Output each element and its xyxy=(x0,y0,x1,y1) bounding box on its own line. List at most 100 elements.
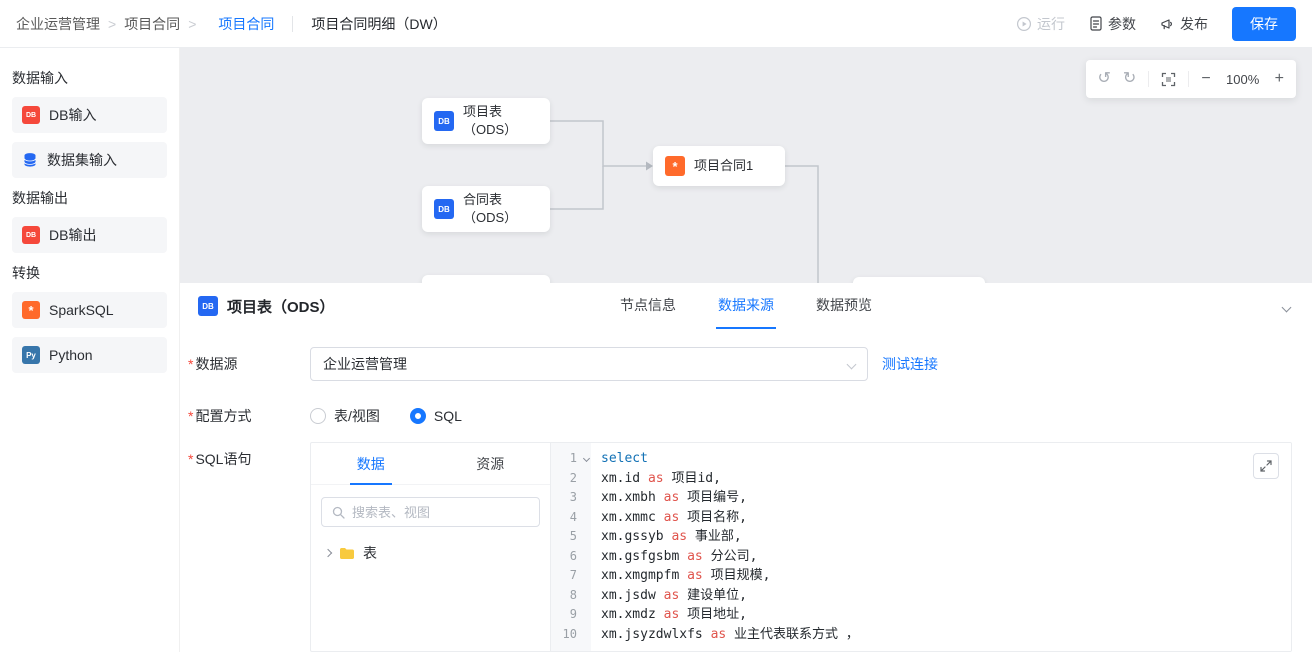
db-node-icon: DB xyxy=(434,199,454,219)
divider xyxy=(292,15,294,32)
save-button[interactable]: 保存 xyxy=(1232,6,1296,41)
field-label: *SQL语句 xyxy=(188,451,252,467)
test-connection-link[interactable]: 测试连接 xyxy=(882,356,938,372)
sql-line[interactable]: xm.xmbh as 项目编号, xyxy=(601,490,747,505)
sql-line[interactable]: xm.gssyb as 事业部, xyxy=(601,529,742,544)
sql-line[interactable]: xm.jsyzdwlxfs as 业主代表联系方式 ， xyxy=(601,626,859,642)
sql-line[interactable]: select xyxy=(601,451,648,466)
browser-tabs: 数据 资源 xyxy=(311,443,550,485)
tab-node-info[interactable]: 节点信息 xyxy=(620,297,676,313)
radio-table-view[interactable]: 表/视图 xyxy=(310,399,380,426)
tab-data-source[interactable]: 数据来源 xyxy=(716,283,776,329)
radio-circle-icon xyxy=(409,408,426,424)
tree-item-tables[interactable]: 表 xyxy=(311,535,550,571)
caret-right-icon xyxy=(323,548,333,558)
expand-editor-icon[interactable] xyxy=(1253,453,1279,479)
sidebar-item-sparksql[interactable]: * SparkSQL xyxy=(12,292,167,328)
redo-icon[interactable]: ↻ xyxy=(1122,70,1137,87)
fold-icon[interactable] xyxy=(582,454,591,463)
radio-circle-icon xyxy=(310,408,326,424)
sidebar-item-dataset-input[interactable]: 数据集输入 xyxy=(12,142,167,178)
node-config-panel: DB 项目表（ODS） 节点信息 数据来源 数据预览 *数据源 企业运营管理 xyxy=(180,283,1312,652)
folder-icon xyxy=(339,547,355,560)
zoom-in-icon[interactable]: + xyxy=(1274,70,1284,87)
datasource-value: 企业运营管理 xyxy=(323,356,407,372)
node-partial[interactable] xyxy=(853,277,985,283)
required-asterisk: * xyxy=(188,356,194,372)
tab-resources[interactable]: 资源 xyxy=(476,455,505,472)
breadcrumb-separator: > xyxy=(108,15,117,32)
db-node-icon: DB xyxy=(198,296,218,316)
node-project-contract-1[interactable]: * 项目合同1 xyxy=(653,146,785,186)
line-number: 5 xyxy=(569,529,577,543)
breadcrumb-item[interactable]: 项目合同 xyxy=(124,15,181,32)
sql-line[interactable]: xm.jsdw as 建设单位, xyxy=(601,587,747,603)
divider xyxy=(1188,71,1190,87)
sidebar-item-label: SparkSQL xyxy=(49,302,114,318)
sidebar-item-label: DB输出 xyxy=(49,227,97,243)
dataset-input-icon xyxy=(22,152,38,168)
node-label: 合同表（ODS） xyxy=(463,191,518,225)
node-partial[interactable] xyxy=(422,275,550,283)
sql-code[interactable]: select xm.id as 项目id, xm.xmbh as 项目编号, xm.x… xyxy=(591,443,1291,651)
sidebar-item-label: Python xyxy=(49,347,93,363)
config-form: *数据源 企业运营管理 测试连接 *配置方式 表/视图 xyxy=(180,329,1312,652)
sidebar-item-db-input[interactable]: DB DB输入 xyxy=(12,97,167,133)
publish-button[interactable]: 发布 xyxy=(1160,14,1208,34)
canvas-toolbar: ↺ ↻ − 100% + xyxy=(1085,60,1296,98)
flow-canvas[interactable]: DB 项目表（ODS） DB 合同表（ODS） * 项目合同1 ↺ ↻ xyxy=(180,48,1312,283)
run-button[interactable]: 运行 xyxy=(1016,14,1065,34)
breadcrumb-item-active[interactable]: 项目合同 xyxy=(218,15,275,32)
sql-line[interactable]: xm.xmgmpfm as 项目规模, xyxy=(601,568,771,583)
chevron-down-icon xyxy=(846,359,857,369)
spark-icon: * xyxy=(22,301,40,319)
radio-label: 表/视图 xyxy=(334,408,380,424)
breadcrumb-item[interactable]: 企业运营管理 xyxy=(16,15,100,32)
radio-sql[interactable]: SQL xyxy=(409,399,462,426)
node-contract-table[interactable]: DB 合同表（ODS） xyxy=(422,186,550,232)
tab-data[interactable]: 数据 xyxy=(311,443,431,484)
sql-line[interactable]: xm.id as 项目id, xyxy=(601,470,721,486)
panel-title: 项目表（ODS） xyxy=(227,298,335,316)
node-label: 项目合同1 xyxy=(694,157,754,173)
panel-header: DB 项目表（ODS） 节点信息 数据来源 数据预览 xyxy=(180,283,1312,329)
required-asterisk: * xyxy=(188,451,194,467)
datasource-select[interactable]: 企业运营管理 xyxy=(310,347,868,381)
sql-line[interactable]: xm.gsfgsbm as 分公司, xyxy=(601,548,758,564)
sidebar-item-db-output[interactable]: DB DB输出 xyxy=(12,217,167,253)
form-row-config-mode: *配置方式 表/视图 SQL xyxy=(188,399,1292,426)
line-number: 2 xyxy=(569,470,577,485)
component-sidebar: 数据输入 DB DB输入 数据集输入 数据输出 DB DB输出 转换 * Spa… xyxy=(0,48,180,652)
zoom-out-icon[interactable]: − xyxy=(1201,70,1211,87)
collapse-panel-icon[interactable] xyxy=(1279,294,1294,318)
node-project-table[interactable]: DB 项目表（ODS） xyxy=(422,98,550,144)
undo-icon[interactable]: ↺ xyxy=(1097,70,1111,87)
required-asterisk: * xyxy=(188,408,194,424)
line-number: 9 xyxy=(569,607,577,621)
fit-view-icon[interactable] xyxy=(1161,72,1176,87)
divider xyxy=(1148,71,1150,87)
line-number: 10 xyxy=(562,626,577,641)
sidebar-section-title: 转换 xyxy=(12,265,40,281)
db-output-icon: DB xyxy=(22,226,40,244)
table-search xyxy=(321,497,540,527)
sql-section: 数据 资源 xyxy=(310,442,1292,652)
form-row-datasource: *数据源 企业运营管理 测试连接 xyxy=(188,347,1292,381)
line-number: 8 xyxy=(569,587,577,602)
params-button[interactable]: 参数 xyxy=(1089,14,1136,34)
sql-line[interactable]: xm.xmdz as 项目地址, xyxy=(601,607,747,622)
document-icon xyxy=(1089,16,1103,31)
line-number: 7 xyxy=(569,568,577,582)
sql-line[interactable]: xm.xmmc as 项目名称, xyxy=(601,509,747,525)
node-label: 项目表（ODS） xyxy=(463,103,518,137)
search-input[interactable] xyxy=(352,504,529,520)
python-icon: Py xyxy=(22,346,40,364)
spark-node-icon: * xyxy=(665,156,685,176)
table-browser: 数据 资源 xyxy=(311,443,551,651)
sidebar-item-python[interactable]: Py Python xyxy=(12,337,167,373)
line-number: 1 xyxy=(551,449,591,469)
megaphone-icon xyxy=(1160,17,1175,31)
line-number: 4 xyxy=(569,509,577,524)
tab-data-preview[interactable]: 数据预览 xyxy=(816,297,872,313)
